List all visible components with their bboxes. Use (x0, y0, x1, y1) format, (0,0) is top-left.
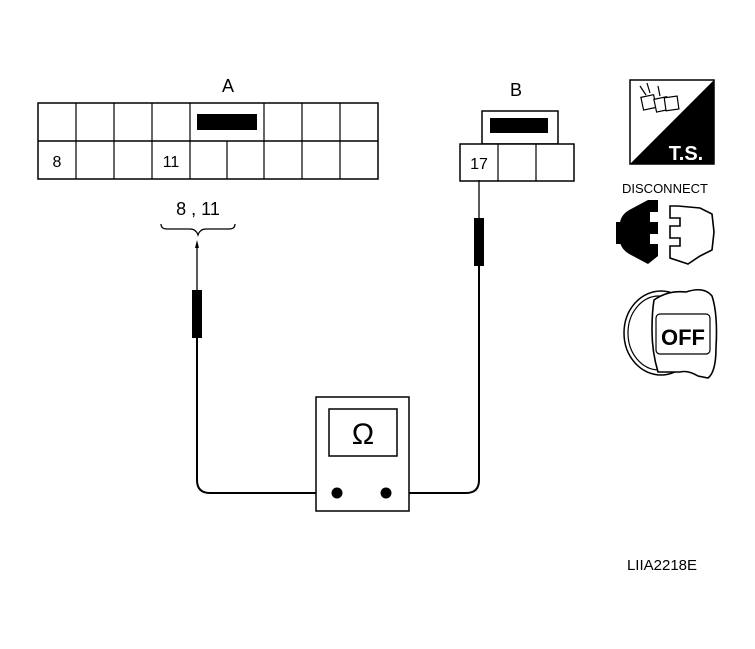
connector-a: A 8 11 (37, 76, 379, 180)
ignition-off-label: OFF (661, 325, 705, 350)
ignition-off-icon: OFF (623, 288, 718, 379)
ohm-symbol: Ω (352, 418, 374, 451)
connector-b-lock-tab (490, 118, 548, 133)
disconnect-icon: DISCONNECT (616, 181, 715, 265)
figure-code: LIIA2218E (627, 557, 697, 574)
brace-icon (160, 223, 236, 237)
connector-a-label: A (222, 76, 234, 96)
connector-b: B 17 (459, 80, 575, 182)
connector-a-pin-11: 11 (163, 154, 180, 171)
connector-b-pin-17: 17 (470, 156, 488, 173)
connector-a-lock-tab (197, 114, 257, 130)
meter-terminal-left (331, 487, 343, 499)
ts-label: T.S. (669, 143, 703, 165)
probe-b (386, 180, 484, 494)
ohmmeter: Ω (315, 396, 410, 512)
meter-terminal-right (380, 487, 392, 499)
probe-a (192, 240, 337, 494)
probe-a-label-group: 8 , 11 (160, 199, 236, 237)
meter-display (328, 408, 398, 457)
connector-a-pin-8: 8 (53, 154, 62, 171)
probe-a-pin-label: 8 , 11 (176, 199, 220, 219)
connector-b-label: B (510, 80, 522, 100)
disconnect-label: DISCONNECT (622, 181, 708, 196)
ts-icon: T.S. (629, 79, 715, 165)
